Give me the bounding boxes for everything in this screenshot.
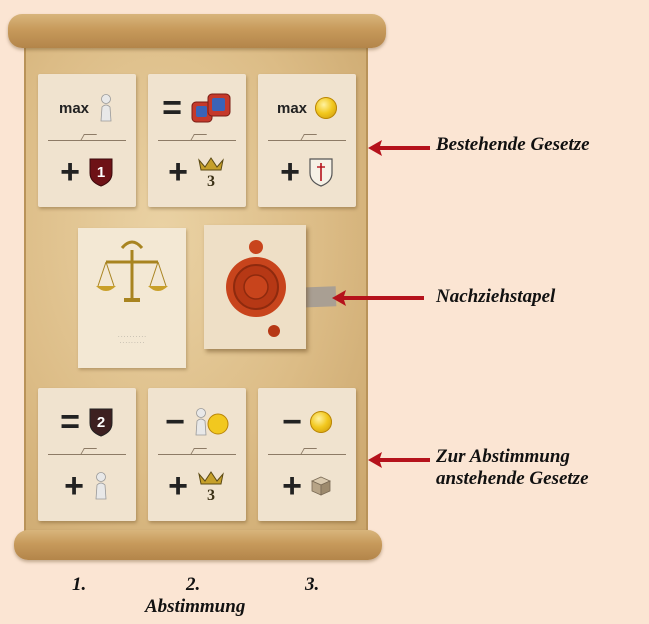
card-top-symbol: − <box>282 405 302 439</box>
card-divider <box>268 140 346 141</box>
vote-order-3: 3. <box>305 574 319 596</box>
law-card-backside: · · · · · · · · · ·· · · · · · · · · <box>78 228 186 368</box>
scroll-top-roll <box>8 14 386 48</box>
card-top-symbol: − <box>165 405 185 439</box>
card-top-symbol: = <box>162 91 182 125</box>
coin-icon <box>310 411 332 433</box>
shield-value: 1 <box>97 164 105 181</box>
existing-law-card-1: max + 1 <box>38 74 136 207</box>
crown-icon: 3 <box>196 156 226 188</box>
pending-law-card-1: = 2 + <box>38 388 136 521</box>
card-bottom-symbol: + <box>60 155 80 189</box>
draw-pile-card <box>204 225 306 349</box>
dark-shield-icon: 2 <box>88 407 114 437</box>
arrow-draw-pile-icon <box>330 288 426 308</box>
arrow-pending-laws-icon <box>366 450 432 470</box>
label-pending-laws-line2: anstehende Gesetze <box>436 468 589 490</box>
card-top-symbol: max <box>277 100 307 117</box>
vote-order-caption: Abstimmung <box>145 596 245 618</box>
label-existing-laws: Bestehende Gesetze <box>436 134 590 156</box>
scales-icon <box>78 228 186 328</box>
crown-value: 3 <box>207 487 215 502</box>
pending-law-card-2: − + 3 <box>148 388 246 521</box>
card-divider <box>158 454 236 455</box>
backside-caption: · · · · · · · · · ·· · · · · · · · · <box>78 335 186 347</box>
vote-order-1: 1. <box>72 574 86 596</box>
pawn-icon <box>97 93 115 123</box>
cube-icon <box>310 475 332 497</box>
wax-seal-icon <box>204 225 306 349</box>
card-bottom-symbol: + <box>168 155 188 189</box>
card-top-symbol: = <box>60 405 80 439</box>
pawn-coin-icon <box>193 407 229 437</box>
label-draw-pile: Nachziehstapel <box>436 286 555 308</box>
crown-value: 3 <box>207 173 215 188</box>
card-divider <box>158 140 236 141</box>
existing-law-card-2: = + 3 <box>148 74 246 207</box>
existing-law-card-3: max + <box>258 74 356 207</box>
card-bottom-symbol: + <box>168 469 188 503</box>
pawn-icon <box>92 471 110 501</box>
dice-pair-icon <box>190 92 232 124</box>
vote-order-2: 2. <box>186 574 200 596</box>
card-bottom-symbol: + <box>280 155 300 189</box>
card-divider <box>48 140 126 141</box>
card-top-symbol: max <box>59 100 89 117</box>
sword-shield-icon <box>308 157 334 187</box>
label-pending-laws-line1: Zur Abstimmung <box>436 446 570 468</box>
coin-icon <box>315 97 337 119</box>
card-bottom-symbol: + <box>282 469 302 503</box>
crown-icon: 3 <box>196 470 226 502</box>
card-divider <box>268 454 346 455</box>
card-divider <box>48 454 126 455</box>
red-shield-icon: 1 <box>88 157 114 187</box>
scroll-bottom-roll <box>14 530 382 560</box>
arrow-existing-laws-icon <box>366 138 432 158</box>
card-bottom-symbol: + <box>64 469 84 503</box>
shield-value: 2 <box>97 414 105 431</box>
pending-law-card-3: − + <box>258 388 356 521</box>
